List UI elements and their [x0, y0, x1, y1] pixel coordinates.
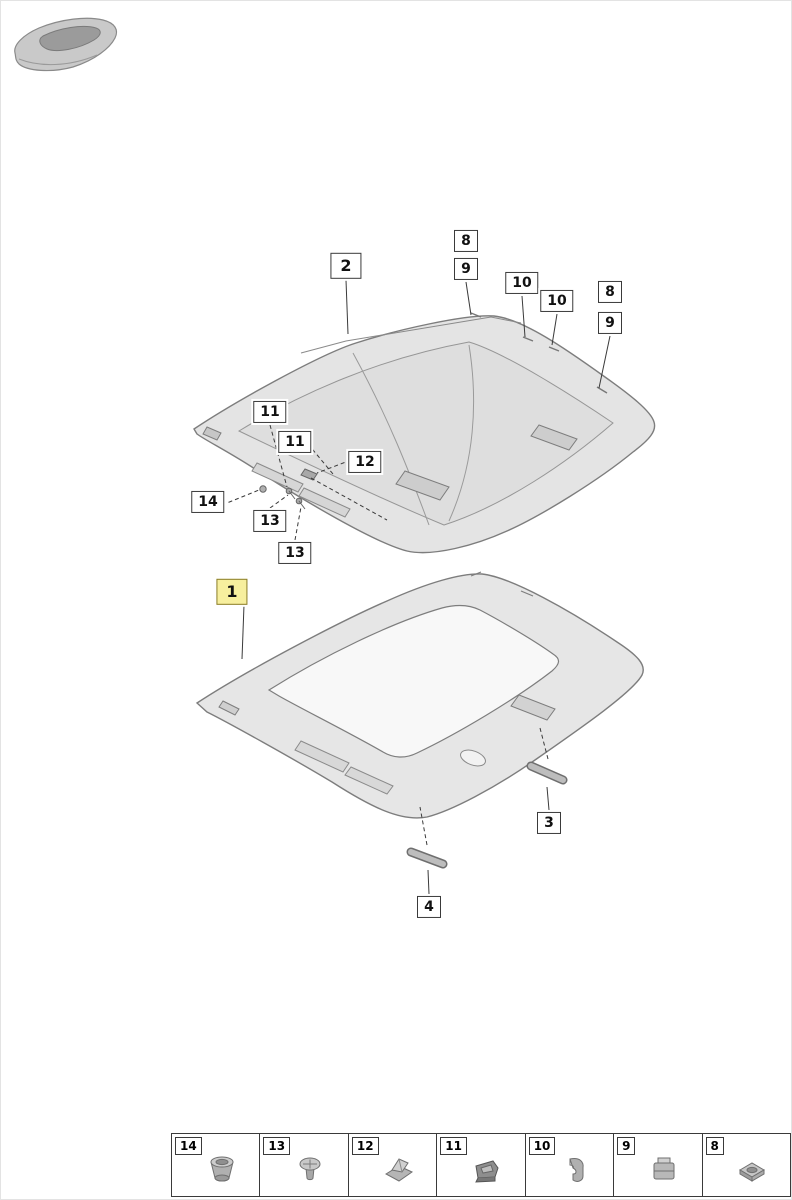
- callout-10-b[interactable]: 10: [540, 289, 574, 313]
- legend-cell-9[interactable]: 9: [613, 1134, 701, 1196]
- legend-cell-13[interactable]: 13: [259, 1134, 347, 1196]
- leader-lines: [221, 279, 611, 895]
- fastener-parts-cluster: [259, 468, 318, 510]
- legend-cell-10[interactable]: 10: [524, 1134, 613, 1196]
- callout-1[interactable]: 1: [216, 578, 248, 606]
- grommet-icon: [210, 1156, 234, 1182]
- callout-10-a[interactable]: 10: [505, 271, 539, 295]
- hardware-legend: 14 13 12 11: [171, 1133, 791, 1197]
- legend-number: 12: [351, 1137, 379, 1156]
- bracket-part-3: [526, 761, 568, 785]
- legend-number: 9: [617, 1137, 636, 1156]
- callout-4[interactable]: 4: [417, 895, 441, 919]
- legend-cell-11[interactable]: 11: [436, 1134, 524, 1196]
- callout-8-b[interactable]: 8: [598, 280, 622, 304]
- legend-number: 8: [705, 1137, 724, 1156]
- callout-13-b[interactable]: 13: [278, 541, 312, 565]
- headliner-panel-upper: [193, 312, 656, 554]
- callout-3[interactable]: 3: [537, 811, 561, 835]
- callout-9-a[interactable]: 9: [454, 257, 478, 281]
- headliner-frame-lower: [195, 571, 644, 819]
- callout-12[interactable]: 12: [348, 450, 382, 474]
- rivet-screw-icon: [299, 1157, 321, 1181]
- legend-cell-12[interactable]: 12: [347, 1134, 436, 1196]
- legend-number: 14: [175, 1137, 202, 1156]
- callout-11-a[interactable]: 11: [253, 400, 287, 424]
- bracket-part-4: [406, 847, 448, 869]
- callout-9-b[interactable]: 9: [598, 311, 622, 335]
- vehicle-thumbnail-icon: [14, 17, 118, 72]
- legend-cell-14[interactable]: 14: [172, 1134, 259, 1196]
- callout-14[interactable]: 14: [191, 490, 225, 514]
- clamp-block-icon: [653, 1157, 675, 1180]
- flat-nut-icon: [739, 1162, 766, 1182]
- callout-11-b[interactable]: 11: [278, 430, 312, 454]
- callout-13-a[interactable]: 13: [253, 509, 287, 533]
- spring-clip-icon: [384, 1158, 413, 1182]
- hook-clip-icon: [569, 1158, 585, 1182]
- retainer-bracket-icon: [475, 1160, 499, 1183]
- callout-8-a[interactable]: 8: [454, 229, 478, 253]
- legend-cell-8[interactable]: 8: [701, 1134, 790, 1196]
- legend-number: 10: [528, 1137, 556, 1156]
- legend-number: 11: [440, 1137, 467, 1156]
- callout-2[interactable]: 2: [330, 252, 362, 280]
- legend-number: 13: [263, 1137, 291, 1156]
